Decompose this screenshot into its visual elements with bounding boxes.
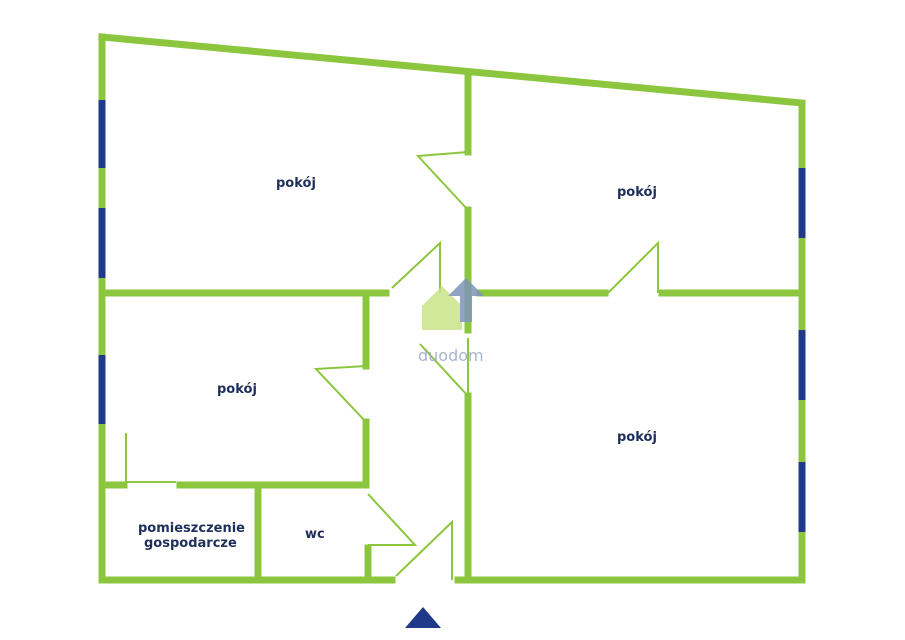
door-swing xyxy=(395,519,453,580)
door-swing xyxy=(125,433,176,483)
room-label-utility-line2: gospodarcze xyxy=(144,536,237,551)
door-swing xyxy=(367,493,418,546)
logo-text: duodom xyxy=(418,346,484,365)
entrance-arrow-icon xyxy=(405,607,441,628)
room-label: pokój xyxy=(276,176,316,191)
door-swing xyxy=(391,240,441,293)
room-label-wc: wc xyxy=(305,527,325,542)
doors xyxy=(125,151,659,580)
room-label: pokój xyxy=(617,185,657,200)
door-swing xyxy=(607,240,659,294)
room-label: pokój xyxy=(217,382,257,397)
windows xyxy=(98,100,806,532)
room-label-utility-line1: pomieszczenie xyxy=(138,521,245,536)
logo-house-green xyxy=(422,286,462,330)
door-swing xyxy=(419,338,469,399)
logo: duodom xyxy=(418,278,484,365)
door-swing xyxy=(415,151,469,211)
logo-arrow-blue xyxy=(448,278,484,322)
interior-walls xyxy=(98,72,806,584)
door-swing xyxy=(313,365,367,423)
room-label: pokój xyxy=(617,430,657,445)
